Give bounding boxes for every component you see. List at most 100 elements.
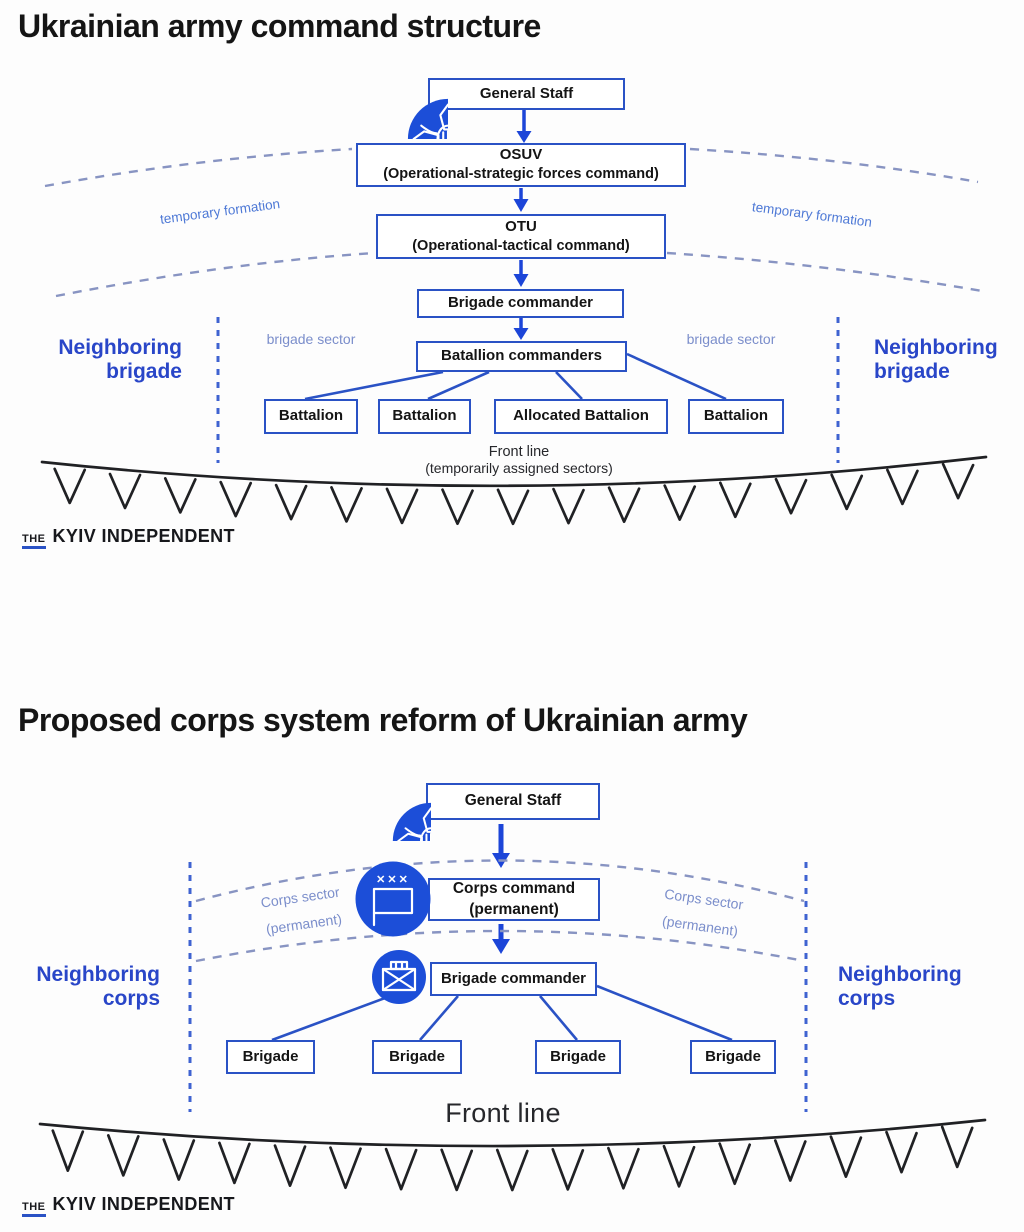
front-line-tooth bbox=[329, 1146, 362, 1190]
front-line-tooth bbox=[495, 1148, 529, 1192]
brigade-sector-label-right: brigade sector bbox=[686, 331, 776, 347]
diagram2-title: Proposed corps system reform of Ukrainia… bbox=[18, 702, 748, 738]
d1-sector-borders bbox=[216, 317, 840, 463]
node-osuv: OSUV (Operational-strategic forces comma… bbox=[356, 143, 686, 187]
logo-name: KYIV INDEPENDENT bbox=[52, 526, 235, 546]
d1-arrows bbox=[513, 110, 532, 340]
d2-arrows bbox=[492, 824, 510, 954]
logo-the: THE bbox=[22, 533, 46, 549]
front-line-tooth bbox=[53, 467, 87, 505]
front-line-curve bbox=[40, 455, 988, 488]
node-label: Brigade bbox=[389, 1047, 445, 1065]
corps-strength-marks: ✕✕✕ bbox=[376, 874, 410, 886]
node-label: Brigade bbox=[550, 1047, 606, 1065]
osuv-abbr: OSUV bbox=[499, 146, 543, 164]
node-label: Batallion commanders bbox=[441, 347, 602, 365]
general-staff-emblem-icon bbox=[351, 761, 431, 841]
node-batallion-commanders: Batallion commanders bbox=[416, 341, 627, 372]
front-line-tooth bbox=[219, 480, 253, 518]
node-allocated-battalion: Allocated Battalion bbox=[494, 399, 668, 434]
diagram1-title: Ukrainian army command structure bbox=[18, 8, 541, 44]
front-line-tooth bbox=[163, 477, 197, 514]
kyiv-independent-logo-1: THE KYIV INDEPENDENT bbox=[22, 526, 235, 549]
front-line-tooth bbox=[941, 462, 975, 500]
front-line-tooth bbox=[940, 1125, 974, 1169]
logo-the: THE bbox=[22, 1201, 46, 1217]
front-line-tooth bbox=[496, 488, 530, 526]
node-brigade-1: Brigade bbox=[226, 1040, 315, 1074]
node-label: Battalion bbox=[278, 407, 344, 425]
node-label: Brigade bbox=[705, 1047, 761, 1065]
node-label: General Staff bbox=[479, 84, 574, 102]
neighboring-brigade-right: Neighboring brigade bbox=[874, 336, 998, 383]
node-general-staff-1: General Staff bbox=[428, 78, 625, 110]
node-label: General Staff bbox=[464, 792, 562, 810]
d2-dashed-arcs bbox=[195, 859, 805, 963]
front-line-tooth bbox=[274, 483, 308, 521]
otu-full: (Operational-tactical command) bbox=[412, 237, 630, 254]
corps-flag-icon: ✕✕✕ bbox=[355, 861, 431, 937]
neighboring-corps-left: Neighboring corps bbox=[36, 963, 160, 1010]
front-line-curve bbox=[38, 1118, 987, 1148]
neighboring-corps-right: Neighboring corps bbox=[838, 963, 962, 1010]
node-battalion-2: Battalion bbox=[378, 399, 471, 434]
node-brigade-commander-1: Brigade commander bbox=[417, 289, 624, 318]
front-line-tooth bbox=[441, 488, 474, 526]
general-staff-emblem-icon bbox=[364, 55, 448, 139]
front-line-tooth bbox=[607, 486, 641, 524]
node-brigade-commander-2: Brigade commander bbox=[430, 962, 597, 996]
node-label: Allocated Battalion bbox=[513, 407, 649, 425]
front-line-tooth bbox=[773, 1139, 807, 1182]
front-line-tooth bbox=[51, 1129, 85, 1172]
front-line-tooth bbox=[663, 484, 697, 521]
front-line-tooth bbox=[384, 1147, 418, 1191]
d2-connectors bbox=[271, 984, 733, 1042]
front-line-tooth bbox=[385, 487, 419, 525]
brigade-flag-icon bbox=[372, 950, 426, 1004]
corps-command-line1: Corps command bbox=[452, 879, 576, 897]
front-line-tooth bbox=[774, 477, 808, 515]
node-brigade-3: Brigade bbox=[535, 1040, 621, 1074]
front-line-tooth bbox=[218, 1141, 251, 1185]
front-line-tooth bbox=[829, 1135, 863, 1178]
front-line-subtitle: (temporarily assigned sectors) bbox=[425, 460, 613, 476]
node-brigade-4: Brigade bbox=[690, 1040, 776, 1074]
d2-sector-borders bbox=[188, 862, 808, 1112]
front-line-tooth bbox=[886, 468, 919, 506]
front-line-tooth bbox=[273, 1144, 307, 1187]
front-line-tooth bbox=[662, 1144, 696, 1188]
front-line-tooth bbox=[440, 1148, 474, 1192]
front-line-tooth bbox=[108, 472, 142, 510]
otu-abbr: OTU bbox=[505, 217, 537, 235]
d1-dashed-arcs bbox=[44, 147, 983, 298]
front-line-label-1: Front line (temporarily assigned sectors… bbox=[378, 444, 660, 476]
node-brigade-2: Brigade bbox=[372, 1040, 462, 1074]
node-otu: OTU (Operational-tactical command) bbox=[376, 214, 666, 259]
node-battalion-1: Battalion bbox=[264, 399, 358, 434]
node-general-staff-2: General Staff bbox=[426, 783, 600, 820]
node-label: Brigade bbox=[242, 1047, 299, 1065]
front-line-label-2: Front line bbox=[445, 1098, 561, 1128]
node-label: Brigade commander bbox=[440, 969, 587, 987]
front-line-tooth bbox=[551, 1148, 585, 1191]
neighboring-brigade-left: Neighboring brigade bbox=[58, 336, 182, 383]
corps-command-line2: (permanent) bbox=[469, 900, 559, 918]
d1-connectors bbox=[304, 352, 727, 401]
node-label: Battalion bbox=[703, 407, 769, 425]
front-line-tooth bbox=[162, 1138, 196, 1181]
front-line-tooth bbox=[885, 1130, 918, 1174]
front-line-tooth bbox=[106, 1134, 140, 1177]
osuv-full: (Operational-strategic forces command) bbox=[383, 166, 659, 183]
front-line-tooth bbox=[830, 473, 864, 511]
brigade-sector-label-left: brigade sector bbox=[266, 331, 356, 347]
front-line-tooth bbox=[330, 486, 363, 523]
front-line-tooth bbox=[552, 487, 585, 525]
front-line-tooth bbox=[718, 481, 752, 519]
kyiv-independent-logo-2: THE KYIV INDEPENDENT bbox=[22, 1194, 235, 1217]
node-corps-command: Corps command (permanent) bbox=[428, 878, 600, 921]
front-line-tooth bbox=[718, 1142, 752, 1186]
node-label: Brigade commander bbox=[447, 294, 594, 312]
logo-name: KYIV INDEPENDENT bbox=[52, 1194, 235, 1214]
